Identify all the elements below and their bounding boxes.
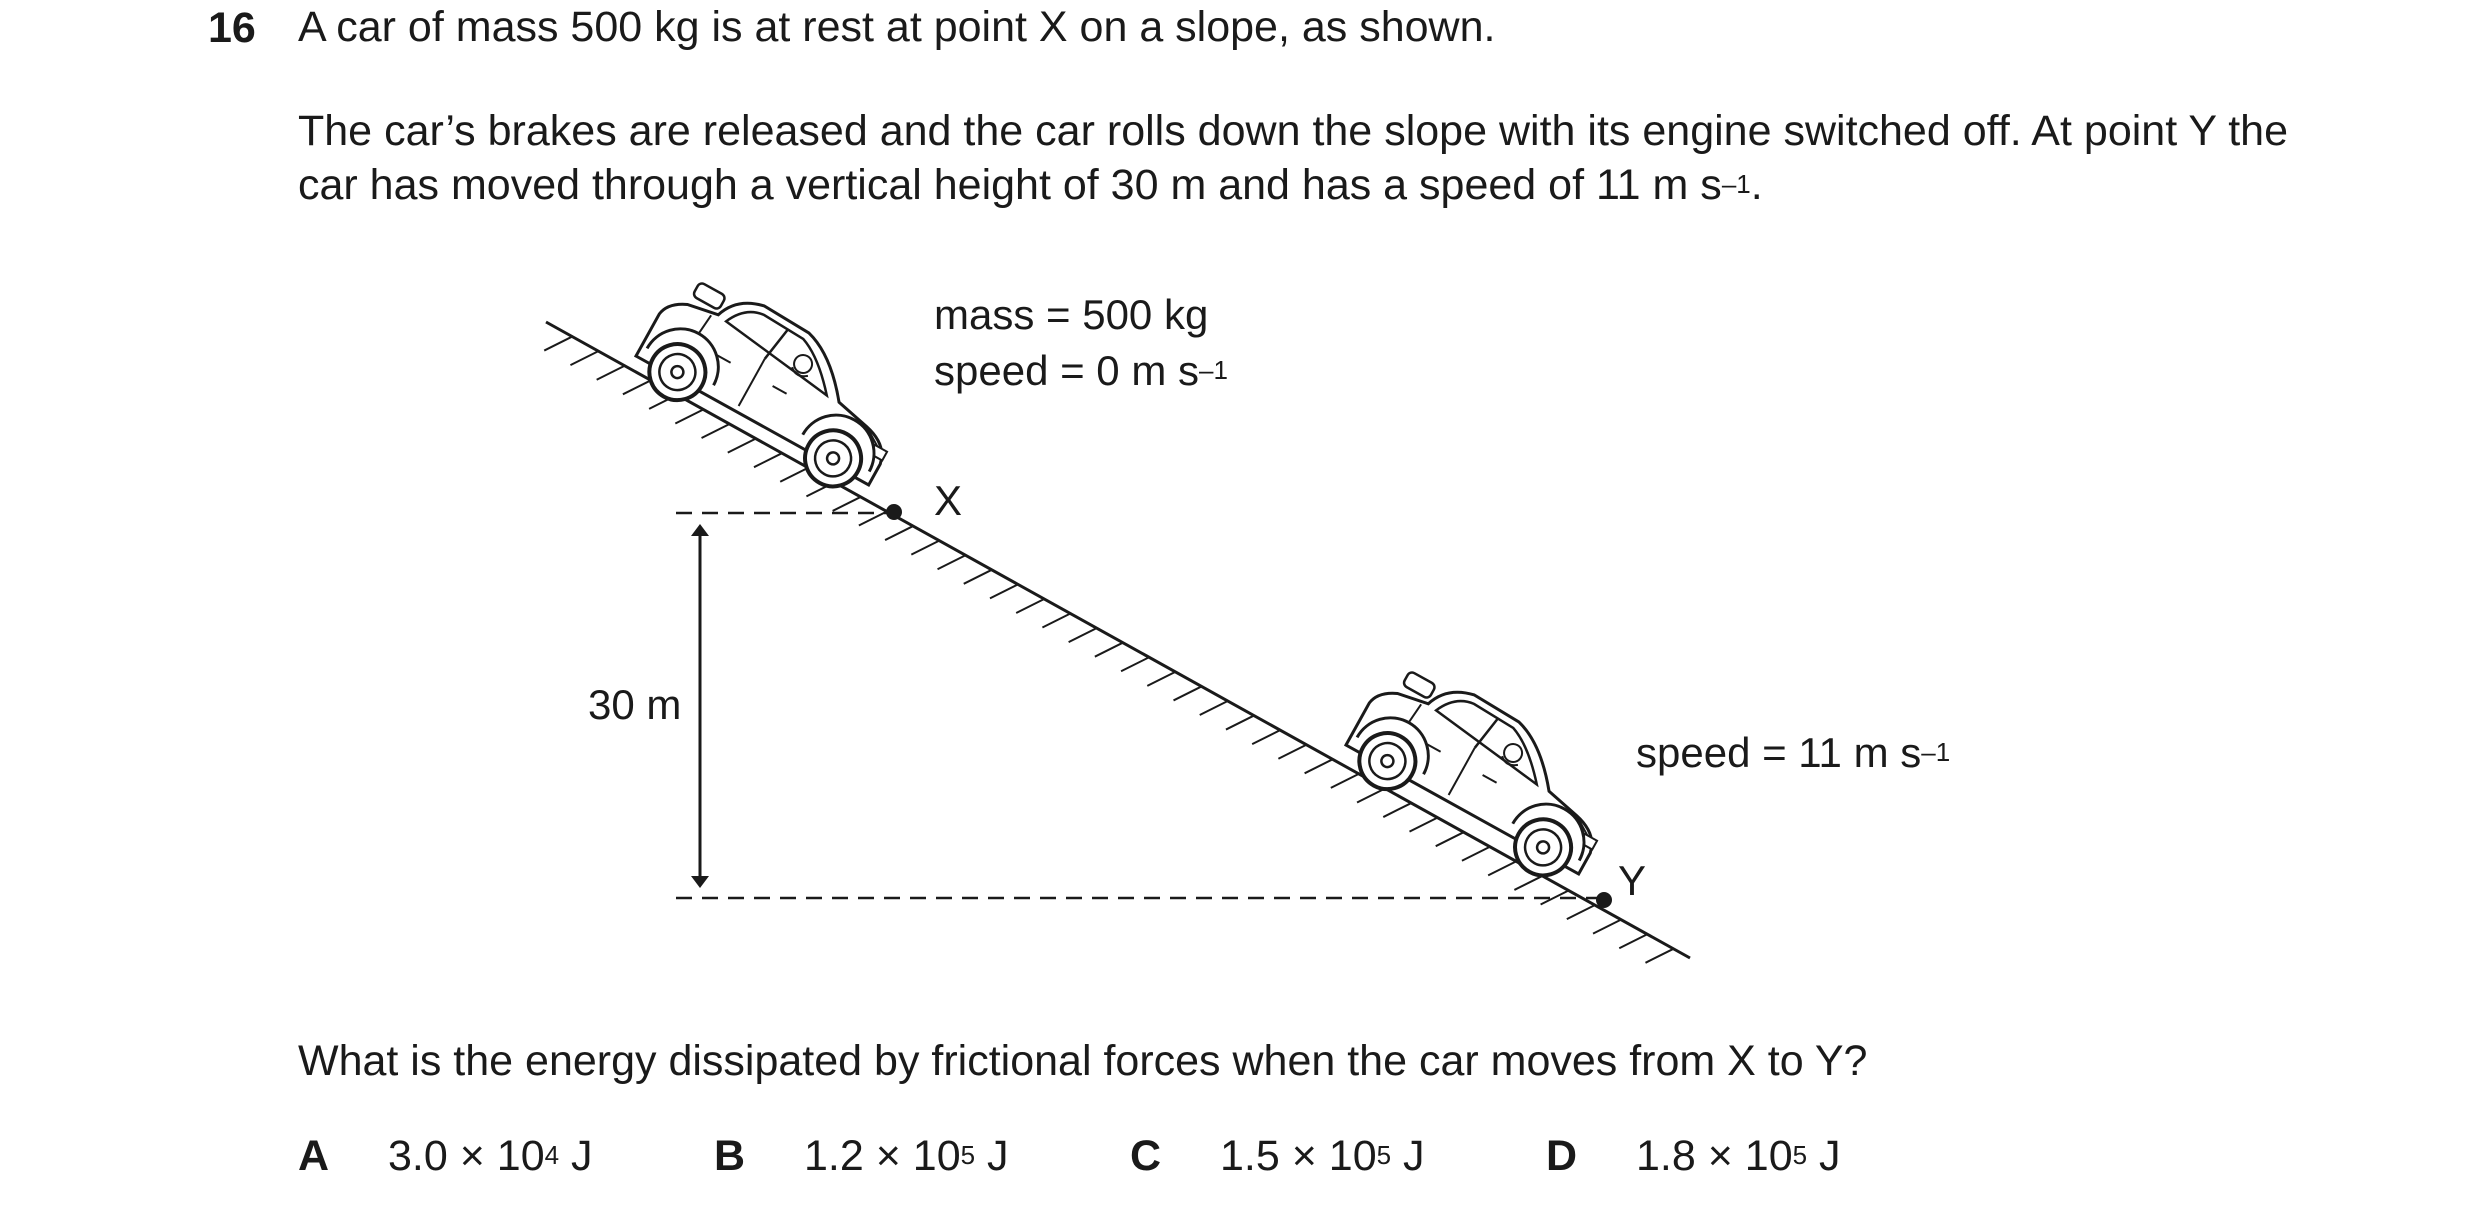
option-a-letter: A xyxy=(298,1132,330,1180)
hatch-mark xyxy=(1277,743,1307,760)
question-intro-text: A car of mass 500 kg is at rest at point… xyxy=(298,3,1496,51)
height-label: 30 m xyxy=(588,681,682,728)
slope-line xyxy=(545,320,1691,960)
option-c[interactable]: C 1.5 × 105 J xyxy=(1130,1132,1425,1181)
option-a[interactable]: A 3.0 × 104 J xyxy=(298,1132,593,1181)
option-b-unit: J xyxy=(975,1132,1009,1180)
speed-x-exponent: –1 xyxy=(1198,355,1228,385)
question-prompt: What is the energy dissipated by frictio… xyxy=(298,1037,1868,1085)
speed-x-label: speed = 0 m s–1 xyxy=(934,346,1228,396)
car-at-x xyxy=(623,261,923,507)
option-d-exponent: 5 xyxy=(1792,1140,1808,1170)
option-b-mantissa: 1.2 × 10 xyxy=(804,1132,961,1180)
question-body-text: The car’s brakes are released and the ca… xyxy=(298,107,2288,209)
hatch-mark xyxy=(1461,845,1491,862)
slope-hatching xyxy=(543,335,1674,964)
speed-y-text: speed = 11 m s xyxy=(1636,729,1922,776)
hatch-mark xyxy=(701,423,730,439)
hatch-mark xyxy=(963,568,993,585)
speed-x-text: speed = 0 m s xyxy=(934,347,1199,394)
hatch-mark xyxy=(1041,612,1071,629)
option-c-unit: J xyxy=(1391,1132,1425,1180)
hatch-mark xyxy=(1068,627,1098,644)
hatch-mark xyxy=(989,583,1019,600)
hatch-mark xyxy=(727,437,757,454)
hatch-mark xyxy=(1356,787,1386,804)
speed-y-label: speed = 11 m s–1 xyxy=(1636,728,1950,778)
hatch-mark xyxy=(1120,656,1150,673)
option-b-exponent: 5 xyxy=(960,1140,976,1170)
hatch-mark xyxy=(1330,772,1360,789)
hatch-mark xyxy=(779,466,809,483)
point-x-label: X xyxy=(934,477,963,524)
hatch-mark xyxy=(1225,714,1255,731)
option-b[interactable]: B 1.2 × 105 J xyxy=(714,1132,1009,1181)
option-a-unit: J xyxy=(559,1132,593,1180)
hatch-mark xyxy=(596,364,626,381)
hatch-mark xyxy=(1015,598,1045,614)
hatch-mark xyxy=(569,350,599,367)
option-b-letter: B xyxy=(714,1132,746,1180)
hatch-mark xyxy=(884,525,914,541)
hatch-mark xyxy=(1540,889,1570,906)
hatch-mark xyxy=(1094,641,1124,658)
hatch-mark xyxy=(543,335,573,352)
car-at-y xyxy=(1333,650,1633,896)
hatch-mark xyxy=(1592,918,1622,935)
mass-label: mass = 500 kg xyxy=(934,291,1209,338)
hatch-mark xyxy=(1199,700,1229,716)
hatch-mark xyxy=(937,554,966,571)
point-y-label: Y xyxy=(1618,857,1647,904)
option-c-mantissa: 1.5 × 10 xyxy=(1220,1132,1377,1180)
hatch-mark xyxy=(1487,860,1517,877)
hatch-mark xyxy=(1409,816,1438,833)
hatch-mark xyxy=(1435,831,1465,848)
point-y-dot xyxy=(1596,892,1612,908)
question-body-end: . xyxy=(1750,161,1763,209)
hatch-mark xyxy=(1513,875,1543,891)
option-c-exponent: 5 xyxy=(1376,1140,1392,1170)
question-number: 16 xyxy=(208,4,256,52)
option-d-unit: J xyxy=(1807,1132,1841,1180)
hatch-mark xyxy=(1304,758,1334,775)
question-intro: A car of mass 500 kg is at rest at point… xyxy=(298,0,2288,54)
option-a-exponent: 4 xyxy=(544,1140,560,1170)
option-d-letter: D xyxy=(1546,1132,1578,1180)
hatch-mark xyxy=(1645,947,1674,964)
option-c-letter: C xyxy=(1130,1132,1162,1180)
option-d-mantissa: 1.8 × 10 xyxy=(1636,1132,1793,1180)
speed-y-exponent: –1 xyxy=(1921,737,1951,767)
question-body: The car’s brakes are released and the ca… xyxy=(298,104,2288,212)
hatch-mark xyxy=(858,510,888,527)
hatch-mark xyxy=(1566,904,1596,920)
hatch-mark xyxy=(910,539,940,556)
hatch-mark xyxy=(753,452,783,469)
hatch-mark xyxy=(832,496,862,512)
hatch-mark xyxy=(1382,802,1412,818)
hatch-mark xyxy=(622,379,652,396)
hatch-mark xyxy=(1173,685,1202,702)
option-a-mantissa: 3.0 × 10 xyxy=(388,1132,545,1180)
option-d[interactable]: D 1.8 × 105 J xyxy=(1546,1132,1841,1181)
question-body-exponent: –1 xyxy=(1721,169,1751,199)
hatch-mark xyxy=(1251,729,1281,746)
hatch-mark xyxy=(1618,933,1648,950)
hatch-mark xyxy=(1146,670,1176,687)
hatch-mark xyxy=(674,408,704,425)
point-x-dot xyxy=(886,504,902,520)
